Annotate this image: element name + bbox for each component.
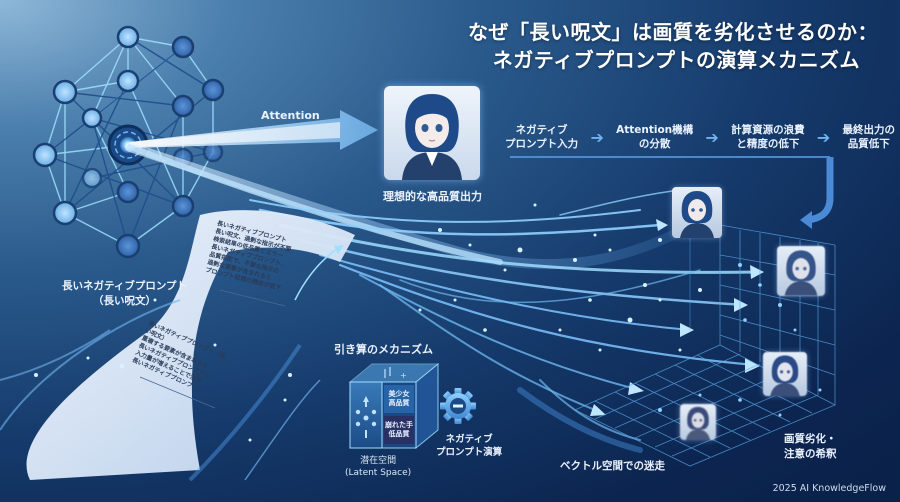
- attention-beam: [130, 110, 378, 150]
- latent-space-label-en: (Latent Space): [345, 468, 412, 478]
- degraded-output-portrait-2: [777, 246, 825, 296]
- cube-negative-text: 崩れた手 低品質: [385, 421, 413, 438]
- degraded-output-portrait-1: [672, 187, 722, 238]
- degradation-label: 画質劣化・ 注意の希釈: [784, 432, 837, 462]
- negative-operation-gear: [440, 388, 476, 424]
- long-prompt-label-line-2: （長い呪文）: [93, 295, 157, 307]
- process-flow: ネガティブ プロンプト入力 ➔ Attention機構 の分散 ➔ 計算資源の浪…: [505, 117, 895, 157]
- vector-space-label: ベクトル空間での迷走: [560, 460, 665, 472]
- ideal-output-label: 理想的な高品質出力: [383, 190, 482, 203]
- flow-step-quality-drop: 最終出力の 品質低下: [842, 124, 895, 150]
- degradation-line-2: 注意の希釈: [784, 448, 837, 460]
- flow-step-resource-waste: 計算資源の浪費 と精度の低下: [731, 124, 805, 150]
- portrait-icon: [686, 406, 710, 440]
- portrait-icon: [770, 355, 800, 396]
- portrait-icon: [680, 191, 714, 238]
- flow-connector: [510, 156, 834, 229]
- attention-label: Attention: [261, 109, 320, 122]
- degradation-line-1: 画質劣化・: [784, 433, 837, 445]
- title-line-2: ネガティブプロンプトの演算メカニズム: [492, 48, 860, 72]
- ideal-output-portrait: [384, 86, 480, 180]
- flow-step-negative-input: ネガティブ プロンプト入力: [505, 124, 579, 150]
- portrait-icon: [784, 250, 818, 296]
- negative-operation-line-1: ネガティブ: [445, 434, 493, 445]
- long-prompt-scroll: [0, 210, 355, 482]
- latent-space-label: 潜在空間 (Latent Space): [345, 455, 411, 479]
- footer-credit: 2025 AI KnowledgeFlow: [772, 483, 886, 494]
- degraded-output-portrait-3: [763, 352, 807, 396]
- vector-space-grid: [574, 224, 836, 467]
- arrow-right-icon: ➔: [816, 127, 831, 147]
- latent-space-cube: +: [348, 362, 440, 450]
- arrow-right-icon: ➔: [590, 127, 604, 147]
- cube-positive-text: 美少女 高品質: [388, 390, 410, 407]
- negative-operation-line-2: プロンプト演算: [436, 447, 503, 458]
- degraded-output-portrait-4: [680, 404, 716, 440]
- negative-operation-label: ネガティブ プロンプト演算: [436, 433, 502, 459]
- svg-text:+: +: [400, 371, 407, 380]
- latent-space-label-jp: 潜在空間: [360, 456, 397, 466]
- flow-step-attention-dispersion: Attention機構 の分散: [616, 124, 694, 150]
- page-title: なぜ「長い呪文」は画質を劣化させるのか： ネガティブプロンプトの演算メカニズム: [468, 18, 878, 74]
- arrow-right-icon: ➔: [705, 127, 719, 147]
- long-prompt-label: 長いネガティブプロンプト （長い呪文）: [62, 279, 187, 309]
- subtraction-mechanism-title: 引き算のメカニズム: [334, 343, 433, 356]
- title-line-1: なぜ「長い呪文」は画質を劣化させるのか：: [468, 20, 878, 44]
- portrait-icon: [402, 94, 462, 180]
- long-prompt-label-line-1: 長いネガティブプロンプト: [62, 280, 188, 292]
